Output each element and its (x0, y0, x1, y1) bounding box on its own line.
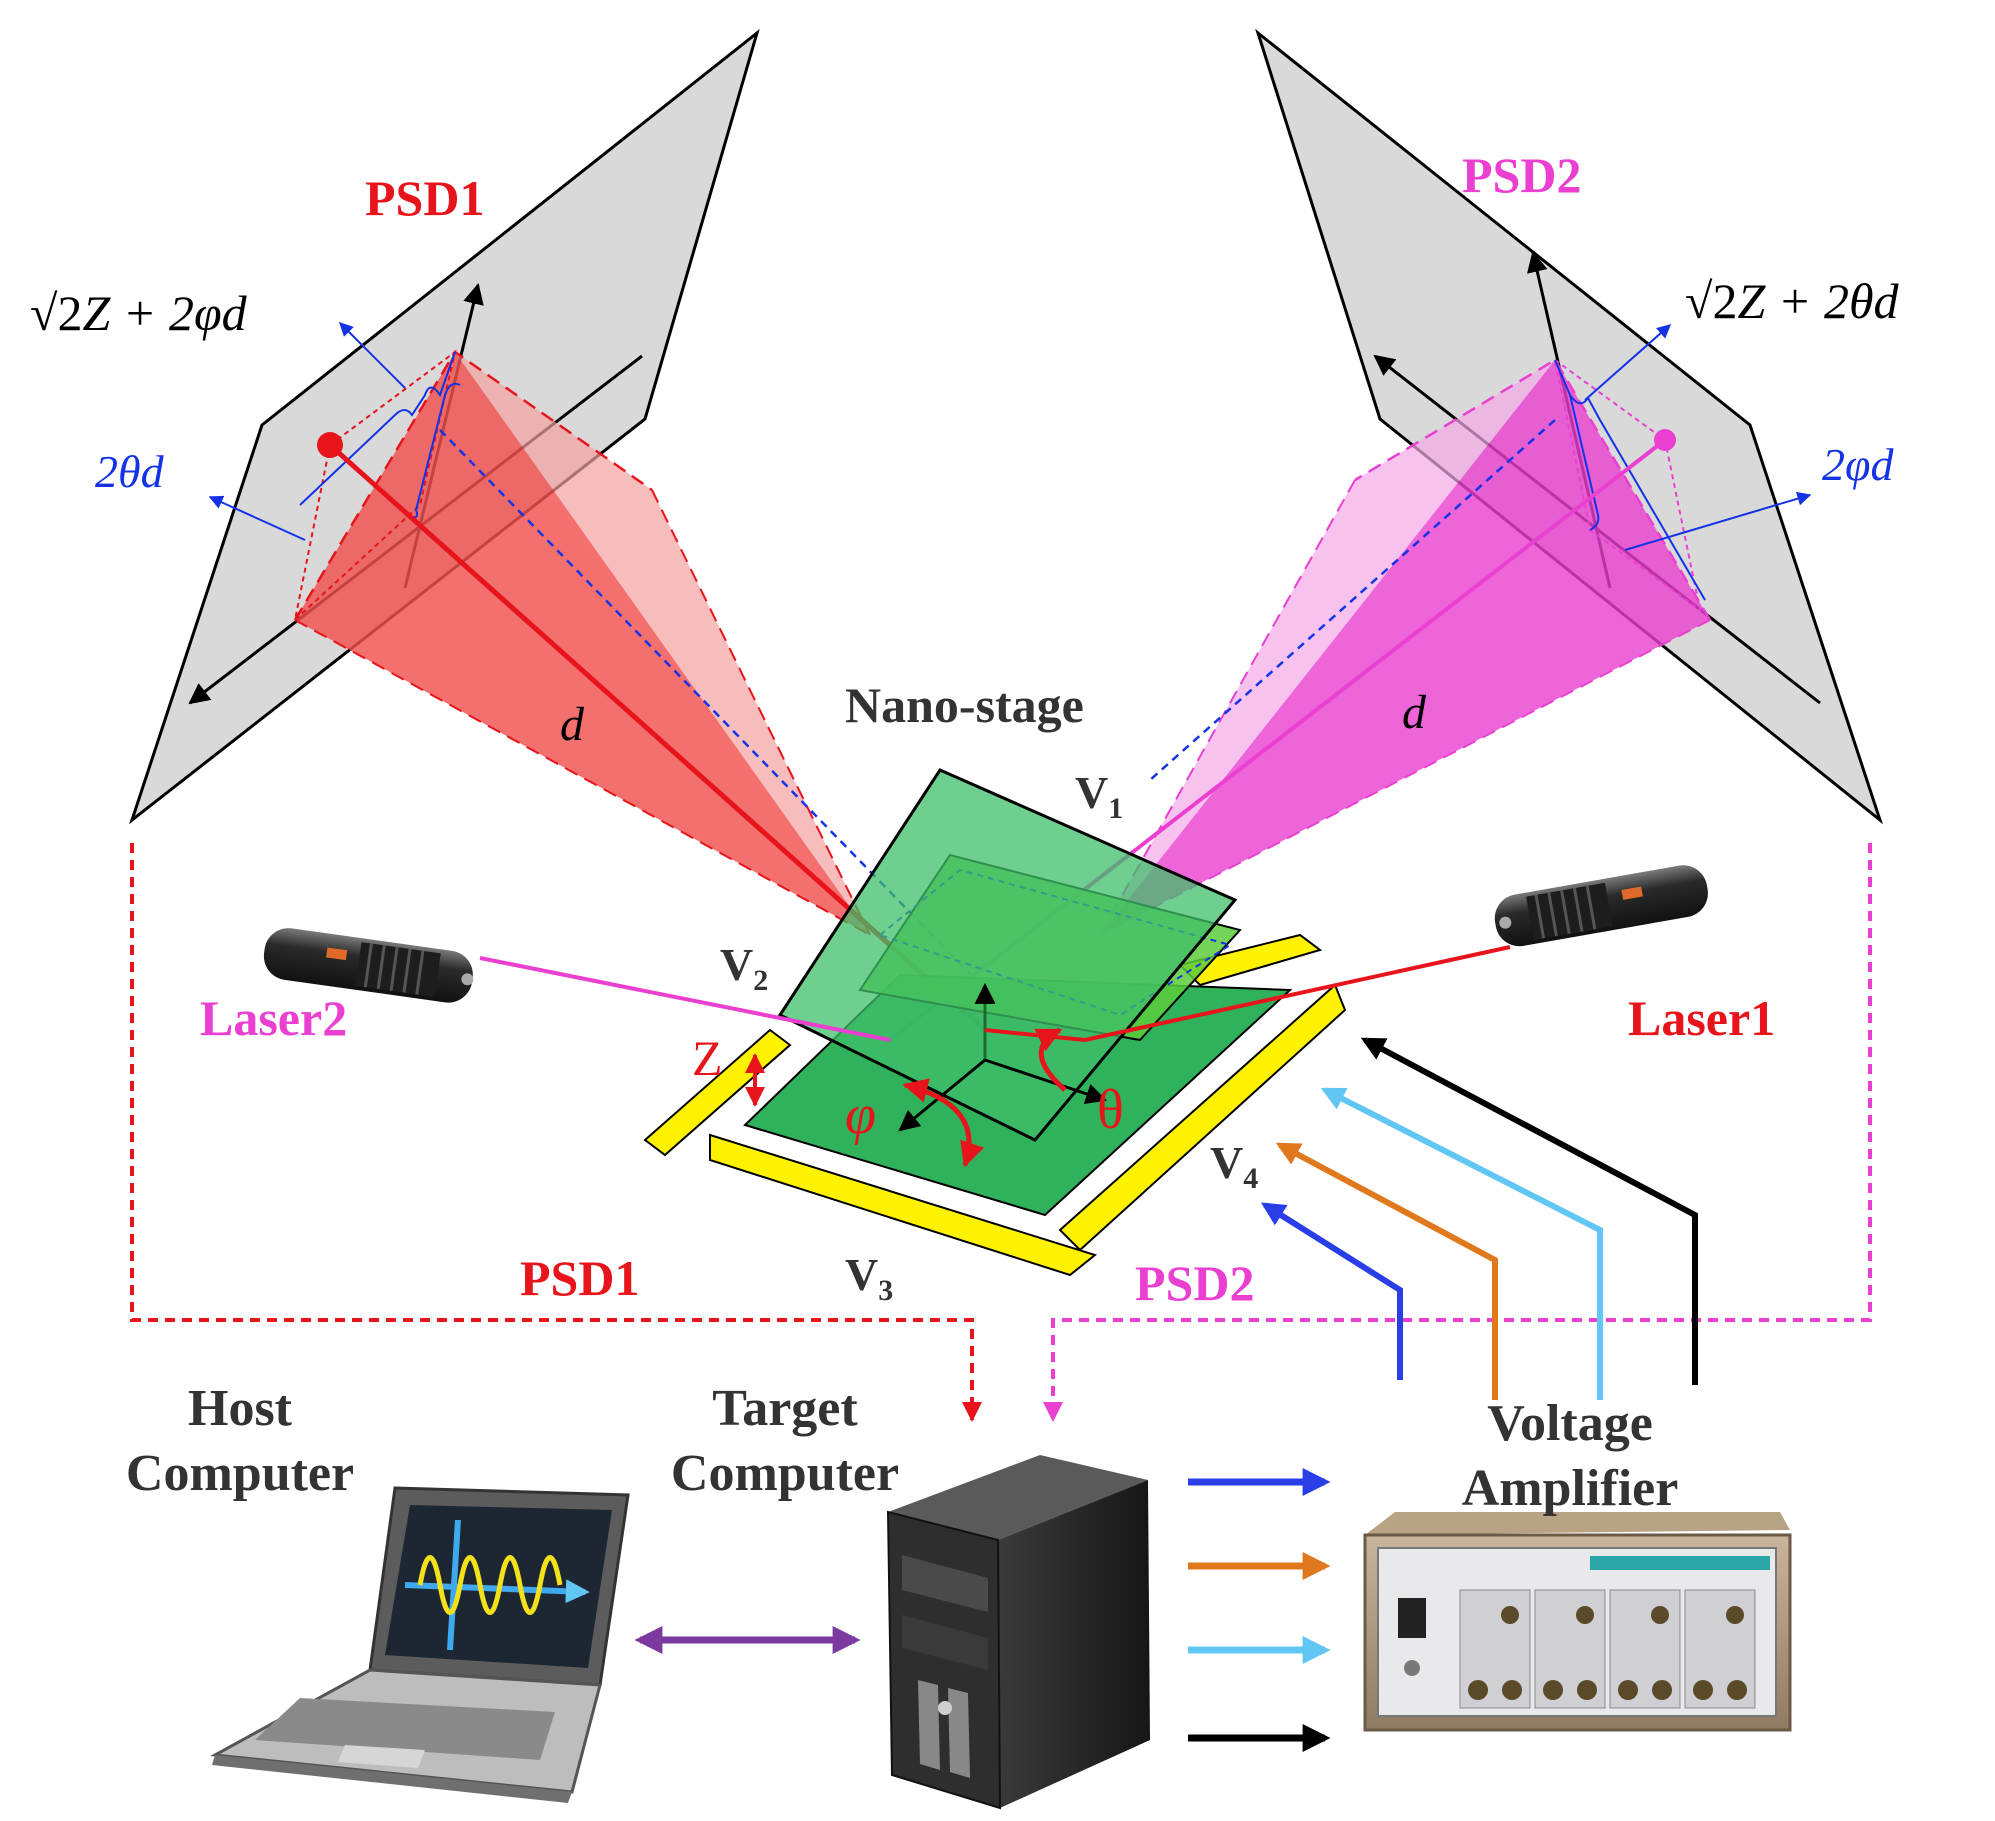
psd2-signal-label: PSD2 (1135, 1255, 1254, 1311)
psd1-signal-line (130, 843, 982, 1422)
laser1-label: Laser1 (1628, 990, 1775, 1046)
psd1-bracket-horizontal (299, 351, 456, 506)
psd2-title: PSD2 (1462, 147, 1581, 203)
nano-stage (479, 768, 1511, 1277)
nano-stage-label: Nano-stage (845, 677, 1084, 733)
phi-label: φ (845, 1084, 876, 1146)
laser1-module (1494, 865, 1708, 947)
voltage-amplifier-label-line1: Voltage (1487, 1395, 1653, 1452)
psd1-spot (317, 432, 343, 458)
psd1-side-label: 2θd (95, 446, 165, 497)
psd2-offset-equation: √2Z + 2θd (1685, 273, 1900, 329)
laser2-label: Laser2 (200, 990, 347, 1046)
phi-rotation-arrow (902, 1078, 984, 1168)
voltage-amplifier-label-line2: Amplifier (1462, 1460, 1679, 1517)
psd1-light-cone-face (455, 352, 870, 935)
psd1-z-arrow (339, 322, 406, 389)
v1-label: V1 (1075, 767, 1123, 825)
psd1-theta-arrow (208, 495, 306, 541)
laser1-beam (1084, 945, 1511, 1042)
psd2-light-cone (1100, 360, 1710, 935)
electrode-v3 (709, 1133, 1098, 1277)
target-computer-label-line1: Target (712, 1380, 858, 1437)
psd1-light-cone (295, 352, 870, 935)
psd1-offset-equation: √2Z + 2φd (30, 285, 248, 341)
v4-drive-arrow (1260, 1202, 1403, 1380)
v1-drive-arrow (1360, 1037, 1698, 1385)
psd1-title: PSD1 (365, 170, 484, 226)
psd2-z-arrow (1584, 324, 1672, 401)
v3-label: V3 (845, 1249, 893, 1307)
psd2-side-label: 2φd (1822, 439, 1894, 490)
host-computer-label-line1: Host (188, 1380, 293, 1437)
z-axis-label: Z (692, 1030, 723, 1086)
psd2-detector (888, 28, 1884, 1042)
tower-pc-icon (886, 1455, 1150, 1810)
psd2-spot (1654, 429, 1676, 451)
v2-drive-arrow (1320, 1087, 1603, 1400)
v2-label: V2 (720, 939, 768, 997)
target-computer-label-line2: Computer (671, 1445, 899, 1502)
v3-drive-arrow (1275, 1142, 1498, 1400)
host-computer-label-line2: Computer (126, 1445, 354, 1502)
psd2-phi-arrow (1624, 491, 1812, 551)
v4-label: V4 (1210, 1137, 1258, 1195)
distance-label-left: d (560, 698, 585, 751)
amplifier-box-icon (1363, 1512, 1792, 1732)
laptop-icon (210, 1486, 630, 1803)
theta-label: θ (1097, 1079, 1124, 1141)
laser2-module (263, 928, 474, 1003)
theta-rotation-arrow (1034, 1027, 1067, 1092)
laser2-beam (479, 956, 891, 1042)
laser-module-icon (1494, 865, 1708, 947)
psd1-signal-label: PSD1 (520, 1250, 639, 1306)
electrode-v4 (1058, 983, 1347, 1252)
distance-label-right: d (1402, 686, 1427, 739)
laser-module-icon (263, 928, 474, 1003)
psd2-signal-line (1043, 843, 1872, 1422)
